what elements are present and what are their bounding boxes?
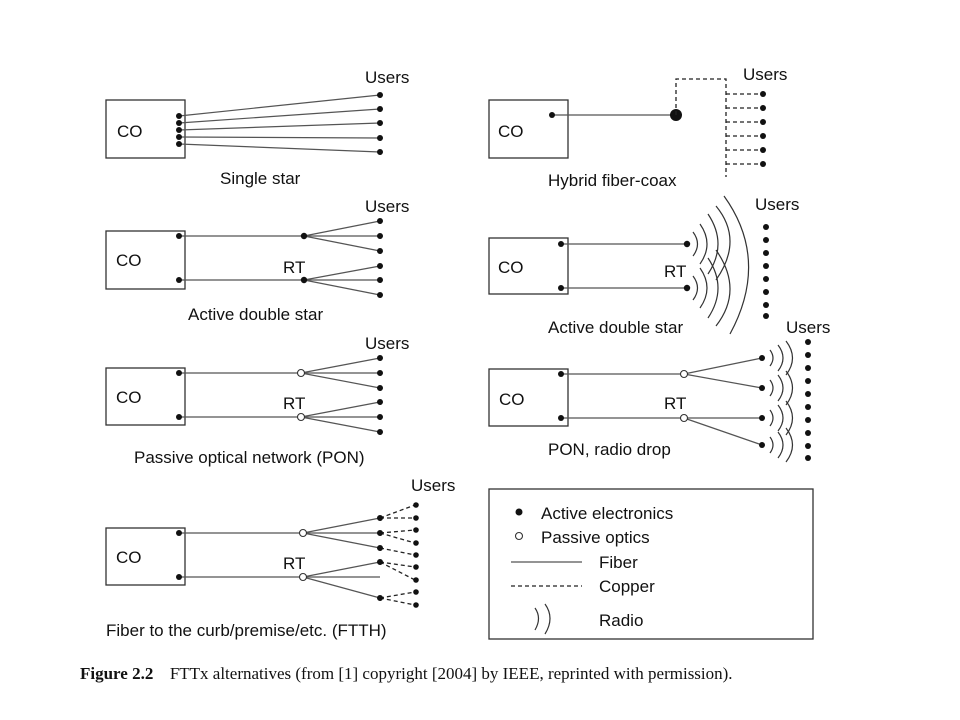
drop-lines <box>303 220 381 296</box>
rt-label: RT <box>283 554 305 573</box>
co-label: CO <box>116 388 142 407</box>
co-box <box>488 368 569 427</box>
co-box <box>105 527 186 586</box>
legend-radio-label: Radio <box>599 611 643 630</box>
ftth-diagram: CO <box>105 476 455 640</box>
rt-label: RT <box>283 394 305 413</box>
splitter <box>296 412 306 422</box>
diagram-title: Active double star <box>188 305 323 324</box>
user-dots <box>377 355 383 435</box>
co-box <box>105 367 186 426</box>
users-label: Users <box>365 68 409 87</box>
diagram-title: Passive optical network (PON) <box>134 448 365 467</box>
co-label: CO <box>116 251 142 270</box>
users-label: Users <box>365 197 409 216</box>
splitter <box>298 572 308 582</box>
co-box <box>488 237 569 295</box>
co-label: CO <box>498 258 524 277</box>
pon-diagram: CO RT Users Passive optical network (PON… <box>105 334 409 467</box>
passive-optics-symbol <box>514 531 524 541</box>
active-dots <box>176 92 383 155</box>
single-star-diagram: CO Users Single star <box>105 68 409 188</box>
legend-active-label: Active electronics <box>541 504 673 523</box>
radio-waves <box>769 340 794 463</box>
active-double-star-diagram: CO RT Users Active double star <box>105 197 409 324</box>
radio-symbol <box>534 603 551 635</box>
drop-lines <box>300 357 381 433</box>
diagram-title: Fiber to the curb/premise/etc. (FTTH) <box>106 621 387 640</box>
users-label: Users <box>411 476 455 495</box>
splitter <box>679 369 689 379</box>
legend-fiber-label: Fiber <box>599 553 638 572</box>
user-dots <box>760 91 766 167</box>
pon-radio-diagram: CO RT Users PON, radio drop <box>488 318 830 463</box>
rt-label: RT <box>283 258 305 277</box>
legend-box <box>488 488 814 640</box>
active-double-star-radio-diagram: CO RT Users Active double star <box>488 195 799 337</box>
diagram-title: Single star <box>220 169 301 188</box>
rt-label: RT <box>664 262 686 281</box>
hfc-diagram: CO Users Hybrid fiber-coax <box>488 65 787 190</box>
co-label: CO <box>498 122 524 141</box>
coax-lines <box>675 78 762 177</box>
rt-label: RT <box>664 394 686 413</box>
legend: Active electronics Passive optics Fiber … <box>488 488 814 640</box>
co-dot <box>549 112 555 118</box>
co-box <box>105 99 186 159</box>
diagram-title: Active double star <box>548 318 683 337</box>
users-label: Users <box>365 334 409 353</box>
user-dots <box>763 224 769 319</box>
co-label: CO <box>499 390 525 409</box>
co-label: CO <box>117 122 143 141</box>
splitter <box>296 368 306 378</box>
co-box <box>105 230 186 290</box>
node-dots <box>377 515 383 601</box>
splitter <box>298 528 308 538</box>
active-electronics-symbol <box>515 508 523 516</box>
fiber-drops <box>302 517 381 599</box>
drop-lines <box>683 357 763 446</box>
caption-label: Figure 2.2 <box>80 664 153 683</box>
user-dots <box>413 502 419 608</box>
co-label: CO <box>116 548 142 567</box>
splitter <box>679 413 689 423</box>
users-label: Users <box>755 195 799 214</box>
legend-copper-label: Copper <box>599 577 655 596</box>
figure-caption: Figure 2.2 FTTx alternatives (from [1] c… <box>80 664 733 683</box>
co-box <box>488 99 569 159</box>
diagram-title: Hybrid fiber-coax <box>548 171 677 190</box>
users-label: Users <box>743 65 787 84</box>
user-dots <box>805 339 811 461</box>
users-label: Users <box>786 318 830 337</box>
legend-passive-label: Passive optics <box>541 528 650 547</box>
fiber-lines <box>178 94 381 153</box>
caption-text: FTTx alternatives (from [1] copyright [2… <box>170 664 733 683</box>
diagram-title: PON, radio drop <box>548 440 671 459</box>
active-dots <box>176 218 383 298</box>
radio-waves <box>692 195 750 335</box>
copper-drops <box>379 504 416 606</box>
